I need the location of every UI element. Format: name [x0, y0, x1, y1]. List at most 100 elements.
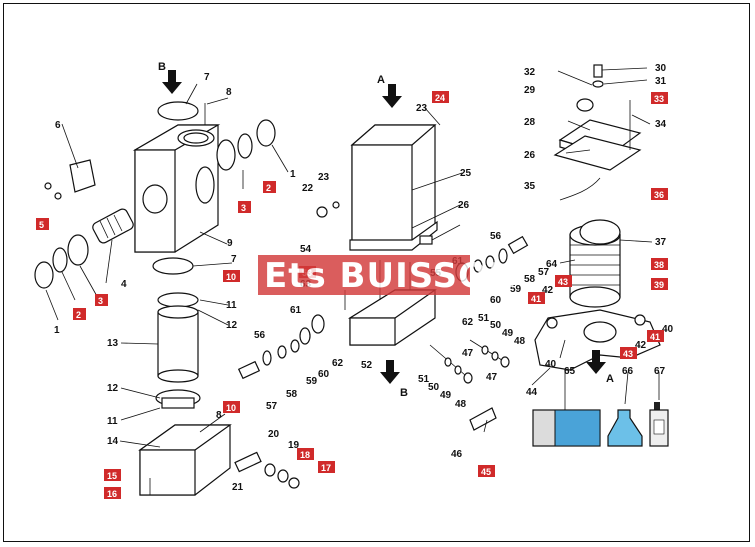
callout-42b: 42	[635, 340, 647, 351]
ring-left-2	[52, 247, 68, 273]
callout-14: 14	[107, 436, 119, 447]
callout-1-left: 1	[54, 325, 60, 336]
callout-20: 20	[268, 429, 280, 440]
svg-text:3: 3	[241, 203, 246, 213]
small-parts-47-51	[429, 339, 510, 384]
badge-43a: 43	[555, 275, 572, 287]
badge-24: 24	[432, 91, 449, 103]
callout-54: 54	[300, 244, 312, 255]
callout-8b: 8	[216, 410, 222, 421]
bracket-46	[469, 407, 497, 431]
callout-1-right: 1	[290, 169, 296, 180]
callout-47a: 47	[462, 348, 474, 359]
worm-screw-4	[92, 208, 134, 244]
bearing-left-3	[67, 234, 89, 266]
badge-41a: 41	[528, 292, 545, 304]
badge-3-right: 3	[238, 201, 251, 213]
callout-13: 13	[107, 338, 119, 349]
svg-text:17: 17	[321, 463, 331, 473]
callout-65: 65	[564, 366, 576, 377]
seal-ring-top	[157, 101, 199, 121]
callout-50a: 50	[490, 320, 502, 331]
callout-26b: 26	[524, 150, 536, 161]
badge-10b: 10	[223, 401, 240, 413]
badge-18: 18	[297, 448, 314, 460]
callout-35: 35	[524, 181, 536, 192]
direction-arrow-b-bottom: B	[380, 360, 408, 399]
badge-3-left: 3	[95, 294, 108, 306]
svg-text:24: 24	[435, 93, 445, 103]
callout-61a: 61	[290, 305, 302, 316]
leader-lines	[45, 67, 660, 448]
callout-66: 66	[622, 366, 634, 377]
callout-34: 34	[655, 119, 667, 130]
callout-42a: 42	[542, 285, 554, 296]
badge-10a: 10	[223, 270, 240, 282]
callout-64: 64	[546, 259, 558, 270]
svg-text:41: 41	[650, 332, 660, 342]
cable-35	[559, 177, 601, 201]
part-30	[593, 64, 603, 78]
fittings-left	[237, 314, 325, 380]
diagram-frame	[3, 3, 750, 542]
arrow-label-b-bottom: B	[400, 387, 408, 399]
callout-11a: 11	[226, 300, 237, 311]
svg-text:18: 18	[300, 450, 310, 460]
callout-25: 25	[460, 168, 472, 179]
callout-48b: 48	[455, 399, 467, 410]
direction-arrow-a-bottom: A	[586, 350, 614, 385]
badge-39: 39	[651, 278, 668, 290]
callout-62b: 62	[462, 317, 474, 328]
callout-50b: 50	[428, 382, 440, 393]
callout-58a: 58	[286, 389, 298, 400]
reservoir-box-25	[349, 124, 438, 251]
callout-21: 21	[232, 482, 244, 493]
callout-49b: 49	[440, 390, 452, 401]
base-block-14	[138, 424, 232, 496]
callout-8a: 8	[226, 87, 232, 98]
callout-62a: 62	[332, 358, 344, 369]
callout-11b: 11	[107, 416, 118, 427]
red-badges: 5 2 3 2 3 10 10 15 16 18 17 24 33 36 38 …	[36, 91, 668, 499]
washer-31	[592, 80, 604, 88]
callout-23a: 23	[416, 103, 428, 114]
callout-28: 28	[524, 117, 536, 128]
arrow-label-a-top: A	[377, 74, 385, 86]
svg-text:5: 5	[39, 220, 44, 230]
svg-text:41: 41	[531, 294, 541, 304]
callout-44: 44	[526, 387, 538, 398]
callout-60b: 60	[490, 295, 502, 306]
callout-49a: 49	[502, 328, 514, 339]
callout-57a: 57	[266, 401, 278, 412]
plug-22	[316, 206, 328, 218]
svg-text:38: 38	[654, 260, 664, 270]
ring-right-2	[237, 133, 253, 159]
badge-17: 17	[318, 461, 335, 473]
callout-26a: 26	[458, 200, 470, 211]
callout-46: 46	[451, 449, 463, 460]
svg-text:33: 33	[654, 94, 664, 104]
arrow-label-b-top: B	[158, 61, 166, 73]
callout-40b: 40	[545, 359, 557, 370]
svg-text:2: 2	[76, 310, 81, 320]
svg-text:3: 3	[98, 296, 103, 306]
badge-41b: 41	[647, 330, 664, 342]
svg-text:16: 16	[107, 489, 117, 499]
callout-58b: 58	[524, 274, 536, 285]
valve-plate-52	[347, 289, 437, 346]
callout-57b: 57	[538, 267, 550, 278]
watermark-text: Ets BUISSON	[264, 256, 518, 296]
callout-30: 30	[655, 63, 667, 74]
badge-15: 15	[104, 469, 121, 481]
callout-56b: 56	[490, 231, 502, 242]
cap-11	[157, 292, 199, 308]
callout-22: 22	[302, 183, 314, 194]
seal-ring-lower	[152, 257, 194, 275]
part-21	[234, 451, 262, 473]
callout-7a: 7	[204, 72, 210, 83]
svg-text:10: 10	[226, 403, 236, 413]
callout-29: 29	[524, 85, 536, 96]
motor-64	[569, 219, 621, 308]
